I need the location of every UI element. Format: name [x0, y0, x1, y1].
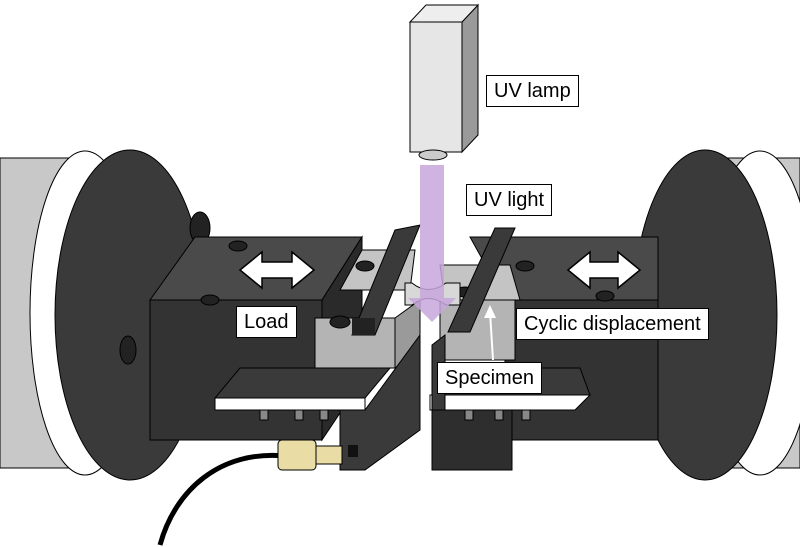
- sensor-cable: [157, 452, 286, 546]
- left-l-bracket: [339, 333, 421, 471]
- uv-light-beam: [408, 165, 456, 322]
- label-load: Load: [236, 306, 297, 338]
- label-uv-light: UV light: [466, 184, 553, 216]
- load-arrow-icon: [238, 250, 316, 290]
- displacement-arrow-icon: [566, 250, 642, 290]
- label-cyclic-displacement: Cyclic displacement: [516, 308, 709, 340]
- label-specimen: Specimen: [437, 362, 542, 394]
- cable-connector: [277, 439, 317, 471]
- uv-lamp-body: [409, 21, 463, 153]
- label-uv-lamp: UV lamp: [486, 75, 579, 107]
- right-clamp-bar: [447, 227, 516, 333]
